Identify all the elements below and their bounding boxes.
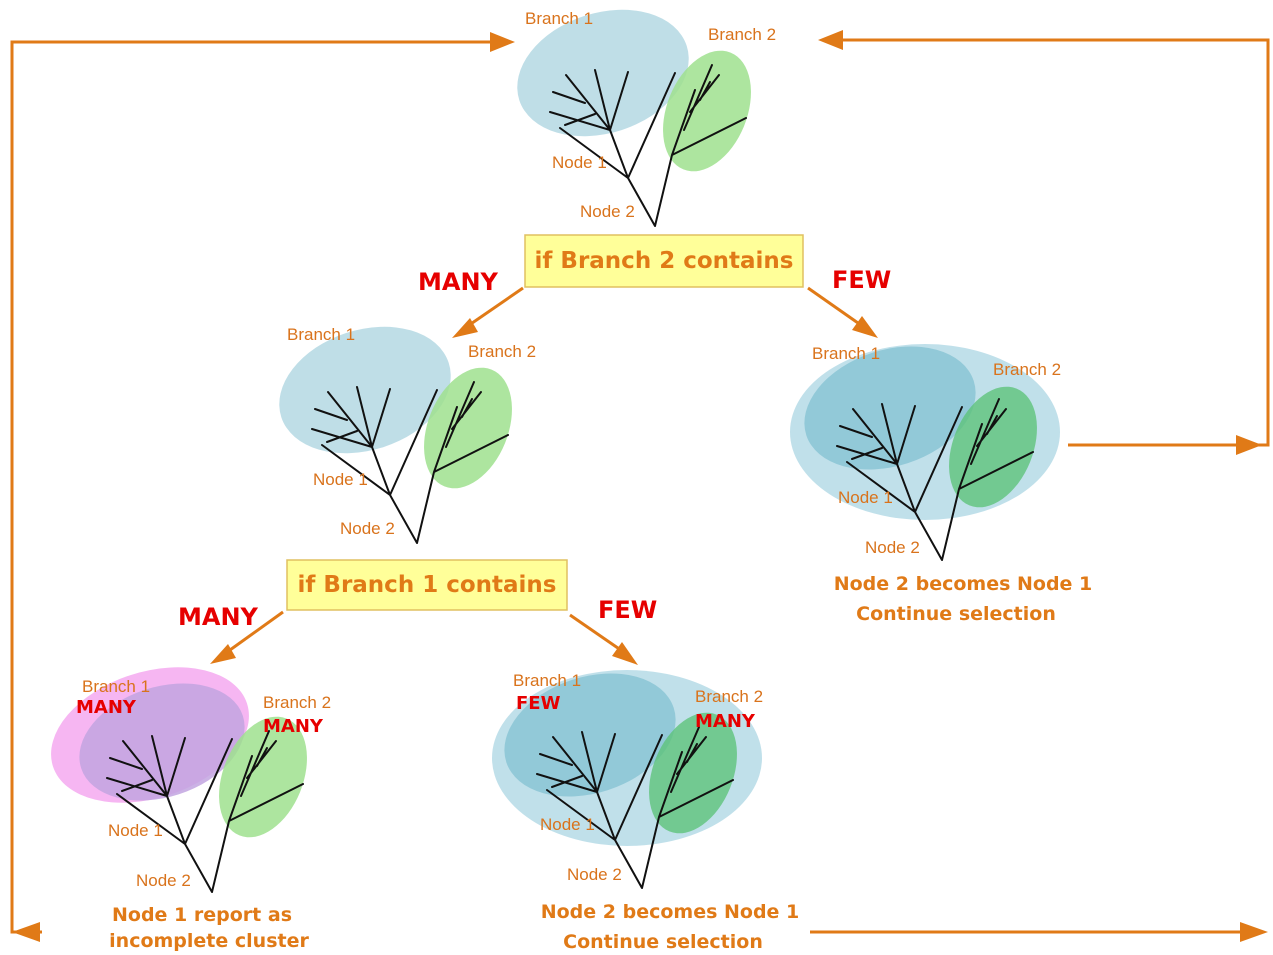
- label-node2: Node 2: [567, 865, 622, 884]
- label-few: FEW: [832, 266, 891, 294]
- label-branch1: Branch 1: [287, 325, 355, 344]
- label-branch2: Branch 2: [708, 25, 776, 44]
- tree-top: Branch 1 Branch 2 Node 1 Node 2: [517, 9, 776, 227]
- decision-many-left: MANY: [418, 268, 524, 338]
- feedback-loop-left: [10, 32, 515, 942]
- decision-few-bottom-mid: FEW: [569, 596, 657, 665]
- mid-outcome-line2: Continue selection: [563, 931, 763, 953]
- label-node2: Node 2: [580, 202, 635, 221]
- tag-many-branch1: MANY: [76, 697, 137, 718]
- tree-bottom-mid: Branch 1 FEW Branch 2 MANY Node 1 Node 2…: [492, 670, 800, 953]
- tree-right-merged: Branch 1 Branch 2 Node 1 Node 2 Node 2 b…: [790, 344, 1093, 625]
- label-node1: Node 1: [552, 153, 607, 172]
- tag-many-branch2: MANY: [695, 711, 756, 732]
- label-branch2: Branch 2: [468, 342, 536, 361]
- label-node1: Node 1: [838, 488, 893, 507]
- decision-many-bottom-left: MANY: [178, 603, 284, 664]
- mid-outcome-line1: Node 2 becomes Node 1: [541, 901, 800, 923]
- label-node2: Node 2: [136, 871, 191, 890]
- label-branch1: Branch 1: [812, 344, 880, 363]
- label-branch2: Branch 2: [993, 360, 1061, 379]
- label-node2: Node 2: [865, 538, 920, 557]
- branch1-region: [517, 9, 689, 137]
- label-branch1: Branch 1: [82, 677, 150, 696]
- decision-few-right: FEW: [807, 266, 891, 338]
- condition-branch2-text: if Branch 2 contains: [535, 248, 794, 274]
- left-outcome-line2: incomplete cluster: [109, 930, 309, 952]
- label-few: FEW: [598, 596, 657, 624]
- feedback-loop-right: [818, 30, 1270, 455]
- label-branch2: Branch 2: [695, 687, 763, 706]
- label-many: MANY: [418, 268, 499, 296]
- condition-branch1-text: if Branch 1 contains: [298, 572, 557, 598]
- right-outcome-line2: Continue selection: [856, 603, 1056, 625]
- tag-few-branch1: FEW: [516, 693, 561, 714]
- label-branch1: Branch 1: [525, 9, 593, 28]
- label-node2: Node 2: [340, 519, 395, 538]
- right-outcome-line1: Node 2 becomes Node 1: [834, 573, 1093, 595]
- label-node1: Node 1: [108, 821, 163, 840]
- label-branch2: Branch 2: [263, 693, 331, 712]
- label-node1: Node 1: [313, 470, 368, 489]
- tree-bottom-left: Branch 1 MANY Branch 2 MANY Node 1 Node …: [51, 667, 331, 952]
- branch2-region: [663, 50, 751, 172]
- label-many: MANY: [178, 603, 259, 631]
- label-node1: Node 1: [540, 815, 595, 834]
- tree-middle: Branch 1 Branch 2 Node 1 Node 2: [279, 325, 536, 544]
- label-branch1: Branch 1: [513, 671, 581, 690]
- condition-branch2: if Branch 2 contains: [524, 234, 804, 288]
- condition-branch1: if Branch 1 contains: [286, 559, 568, 611]
- bottom-right-return: [810, 922, 1268, 942]
- left-outcome-line1: Node 1 report as: [112, 904, 292, 926]
- tag-many-branch2: MANY: [263, 716, 324, 737]
